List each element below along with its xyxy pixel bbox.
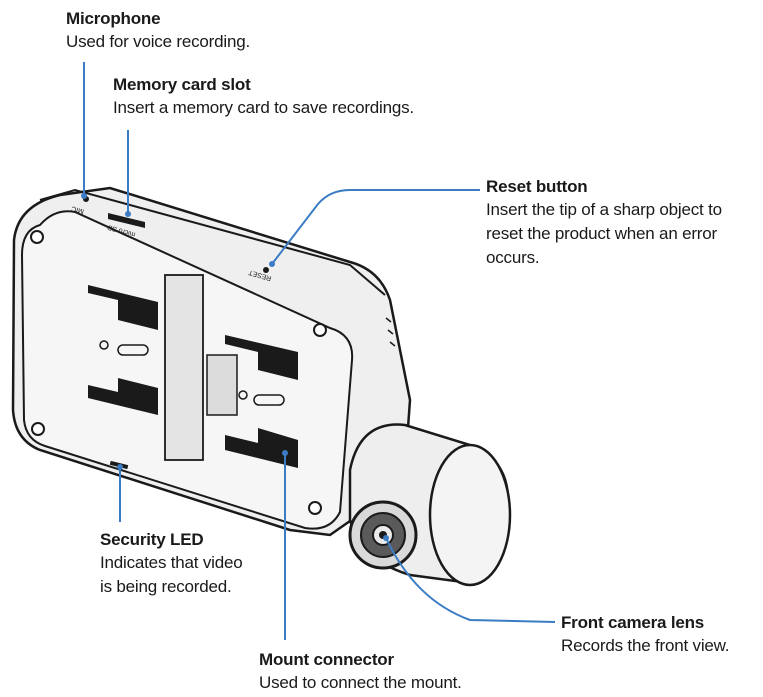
screw-top-left [30, 230, 44, 244]
side-ridges [385, 317, 396, 347]
memory-card-slot-desc: Insert a memory card to save recordings. [113, 98, 414, 117]
microphone-desc: Used for voice recording. [66, 32, 250, 51]
memory-card-slot [108, 213, 145, 228]
reset-button-title: Reset button [486, 177, 588, 196]
screw-top-right [313, 323, 327, 337]
mount-hole-1 [99, 340, 109, 350]
front-camera-lens-title: Front camera lens [561, 613, 705, 632]
mount-hole-2 [238, 390, 248, 400]
security-led-title: Security LED [100, 530, 204, 549]
callout-security-led: Security LED Indicates that video is bei… [100, 529, 243, 599]
screw-bottom-left [31, 422, 45, 436]
leader-front-lens [385, 537, 556, 623]
mount-rail [164, 274, 204, 461]
mount-pad [206, 354, 238, 416]
leader-reset [271, 189, 480, 265]
leader-lines [83, 62, 556, 640]
mount-slot-3 [225, 335, 298, 380]
camera-end-cap [428, 443, 512, 587]
mount-connector-title: Mount connector [259, 650, 394, 669]
mount-slot-4 [225, 428, 298, 468]
callout-microphone: Microphone Used for voice recording. [66, 8, 250, 54]
screw-bottom-right [308, 501, 322, 515]
mount-oval-1 [117, 344, 149, 356]
callout-reset-button: Reset button Insert the tip of a sharp o… [486, 176, 722, 270]
security-led-desc: Indicates that video is being recorded. [100, 553, 243, 596]
reset-button-hole [263, 267, 269, 273]
callout-front-camera-lens: Front camera lens Records the front view… [561, 612, 730, 658]
microphone-title: Microphone [66, 9, 161, 28]
callout-memory-card-slot: Memory card slot Insert a memory card to… [113, 74, 414, 120]
mount-slot-1 [88, 285, 158, 330]
reset-button-desc: Insert the tip of a sharp object to rese… [486, 200, 722, 267]
mount-oval-2 [253, 394, 285, 406]
callout-mount-connector: Mount connector Used to connect the moun… [259, 649, 462, 695]
mount-slot-2 [88, 378, 158, 415]
mount-connector-desc: Used to connect the mount. [259, 673, 462, 692]
memory-card-slot-title: Memory card slot [113, 75, 251, 94]
leader-end-dots [81, 193, 389, 541]
mic-marking: MIC [71, 204, 85, 214]
front-camera-lens-desc: Records the front view. [561, 636, 730, 655]
top-edge [39, 188, 386, 296]
